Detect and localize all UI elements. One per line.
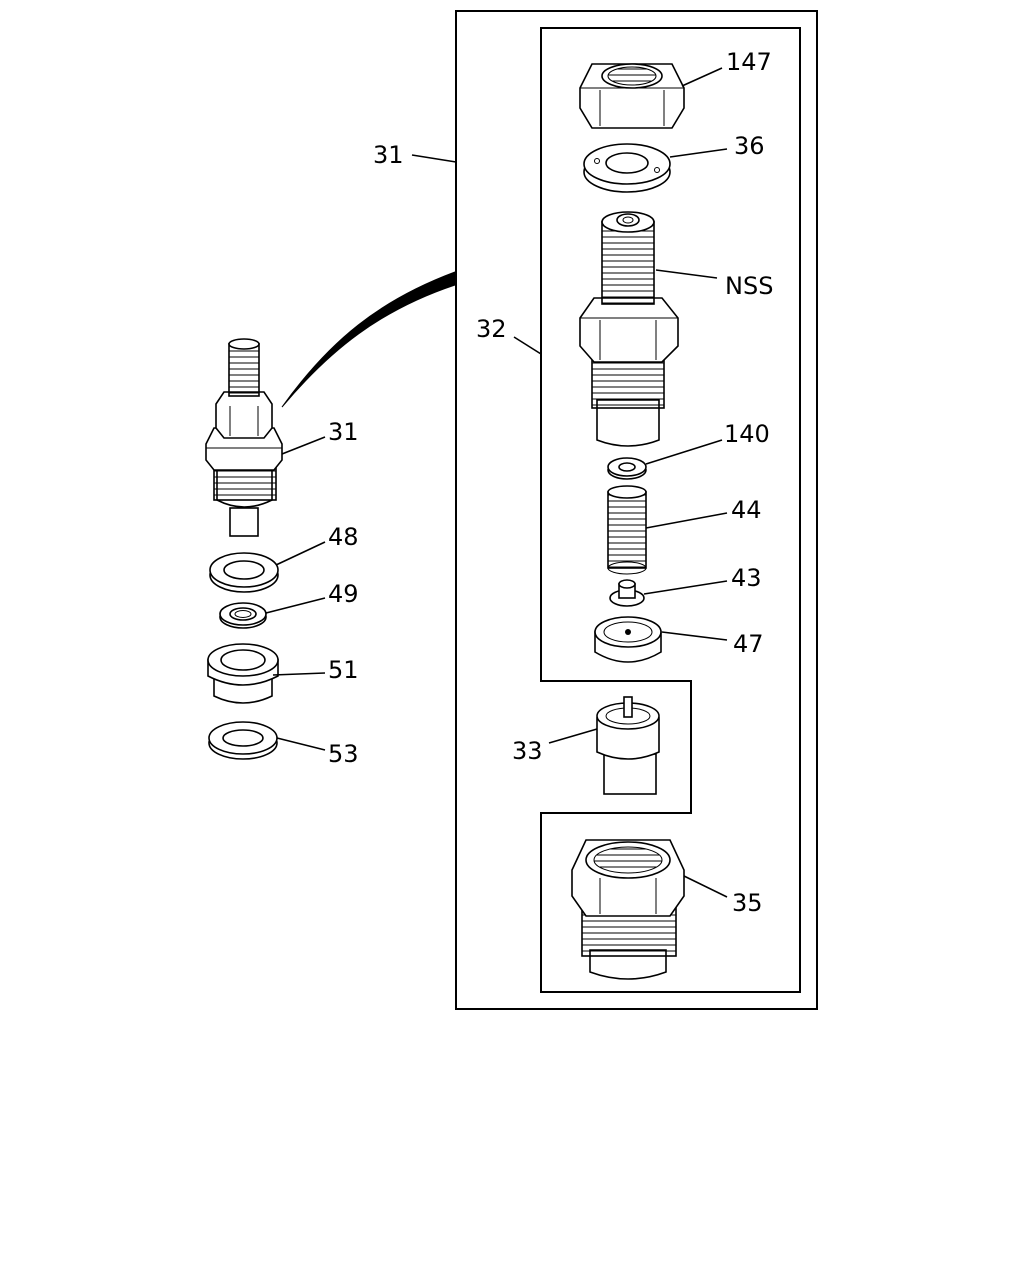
callout-48: 48 — [328, 523, 359, 551]
callout-49: 49 — [328, 580, 359, 608]
part-48-washer — [209, 552, 279, 593]
outer-assembly-frame — [455, 10, 818, 1010]
inner-assembly-frame — [540, 27, 801, 993]
callout-33: 33 — [512, 737, 543, 765]
connector-arrow — [281, 271, 456, 408]
callout-53: 53 — [328, 740, 359, 768]
callout-31-assembly: 31 — [373, 141, 404, 169]
callout-31: 31 — [328, 418, 359, 446]
callout-147: 147 — [726, 48, 772, 76]
callout-35: 35 — [732, 889, 763, 917]
callout-32: 32 — [476, 315, 507, 343]
callout-36: 36 — [734, 132, 765, 160]
part-147-hex-nut — [579, 63, 685, 129]
part-36-plate — [583, 143, 671, 193]
leader-lines — [265, 67, 728, 898]
callout-44: 44 — [731, 496, 762, 524]
callout-nss: NSS — [725, 272, 773, 300]
part-53-washer — [208, 721, 278, 760]
part-31-injector-assembly — [205, 338, 283, 537]
part-49-washer — [219, 602, 267, 629]
part-47-spacer — [594, 616, 662, 663]
callout-140: 140 — [724, 420, 770, 448]
part-33-nozzle — [596, 696, 660, 795]
part-51-sleeve — [207, 643, 279, 704]
part-nss-holder-body — [579, 211, 679, 447]
callout-43: 43 — [731, 564, 762, 592]
part-43-spring-seat — [609, 579, 645, 607]
part-35-retaining-nut — [571, 839, 685, 980]
callout-51: 51 — [328, 656, 359, 684]
callout-47: 47 — [733, 630, 764, 658]
part-44-spring — [607, 485, 647, 575]
part-140-washer — [607, 457, 647, 480]
